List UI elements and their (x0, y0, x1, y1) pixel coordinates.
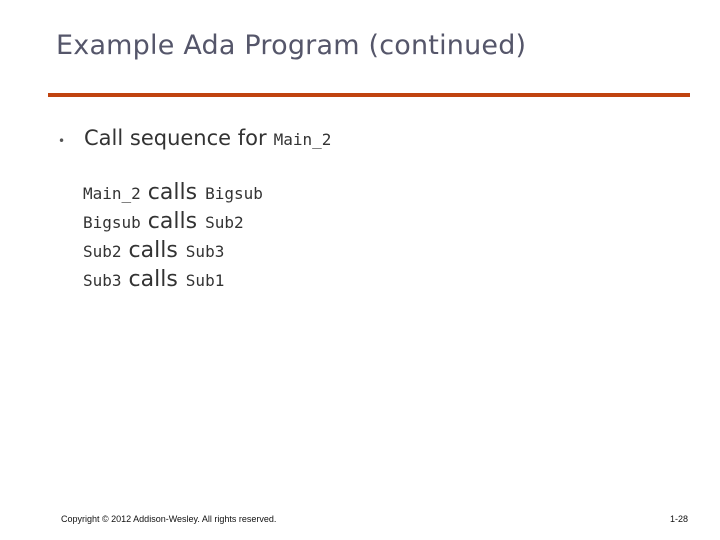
calls-word: calls (128, 238, 178, 263)
call-line: Bigsub calls Sub2 (83, 209, 263, 238)
bullet-marker: • (58, 134, 66, 148)
callee: Bigsub (205, 184, 263, 203)
call-line: Sub2 calls Sub3 (83, 238, 263, 267)
bullet-item: • Call sequence for Main_2 (58, 126, 331, 150)
caller: Sub3 (83, 271, 122, 290)
caller: Bigsub (83, 213, 141, 232)
title-divider (48, 93, 690, 97)
callee: Sub1 (185, 271, 225, 290)
calls-word: calls (147, 180, 198, 205)
bullet-text: Call sequence for (84, 126, 267, 150)
call-line: Sub3 calls Sub1 (83, 267, 263, 296)
page-number: 1-28 (669, 514, 688, 524)
callee: Sub2 (205, 213, 244, 232)
caller: Sub2 (83, 242, 122, 261)
footer-copyright: Copyright © 2012 Addison-Wesley. All rig… (61, 514, 277, 524)
calls-word: calls (128, 267, 178, 292)
callee: Sub3 (185, 242, 225, 261)
slide-title: Example Ada Program (continued) (56, 30, 527, 61)
call-line: Main_2 calls Bigsub (83, 180, 263, 209)
bullet-code: Main_2 (273, 130, 332, 149)
calls-word: calls (147, 209, 198, 234)
caller: Main_2 (83, 184, 141, 203)
call-sequence-list: Main_2 calls Bigsub Bigsub calls Sub2 Su… (83, 180, 263, 296)
